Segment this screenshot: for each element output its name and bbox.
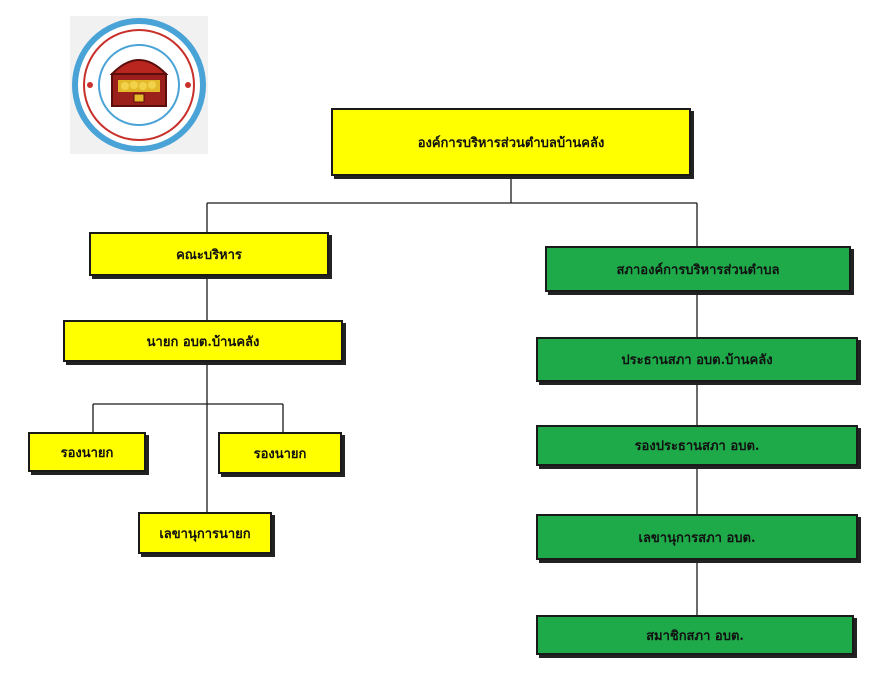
mayor-label: นายก อบต.บ้านคลัง (146, 334, 260, 350)
deputy-mayor-right-box: รองนายก (218, 432, 342, 474)
council-members-label: สมาชิกสภา อบต. (646, 628, 744, 644)
executive-board-box: คณะบริหาร (89, 232, 329, 276)
council-box: สภาองค์การบริหารส่วนตำบล (545, 246, 851, 292)
council-chairman-label: ประธานสภา อบต.บ้านคลัง (621, 353, 773, 368)
deputy-mayor-right-label: รองนายก (253, 446, 307, 462)
council-members-box: สมาชิกสภา อบต. (536, 615, 854, 655)
council-secretary-box: เลขานุการสภา อบต. (536, 514, 858, 560)
mayor-box: นายก อบต.บ้านคลัง (63, 320, 343, 362)
council-vice-chairman-box: รองประธานสภา อบต. (536, 425, 858, 466)
executive-board-label: คณะบริหาร (176, 247, 242, 263)
deputy-mayor-left-label: รองนายก (60, 445, 114, 461)
treasure-chest-seal-icon (72, 18, 206, 152)
organization-logo (70, 16, 208, 154)
org-root-label: องค์การบริหารส่วนตำบลบ้านคลัง (417, 135, 605, 151)
council-secretary-label: เลขานุการสภา อบต. (638, 530, 756, 546)
council-vice-chairman-label: รองประธานสภา อบต. (634, 439, 760, 454)
council-chairman-box: ประธานสภา อบต.บ้านคลัง (536, 337, 858, 382)
council-label: สภาองค์การบริหารส่วนตำบล (616, 262, 780, 278)
org-root-box: องค์การบริหารส่วนตำบลบ้านคลัง (331, 108, 691, 176)
deputy-mayor-left-box: รองนายก (28, 432, 146, 472)
mayor-secretary-label: เลขานุการนายก (159, 526, 251, 542)
mayor-secretary-box: เลขานุการนายก (138, 512, 272, 554)
